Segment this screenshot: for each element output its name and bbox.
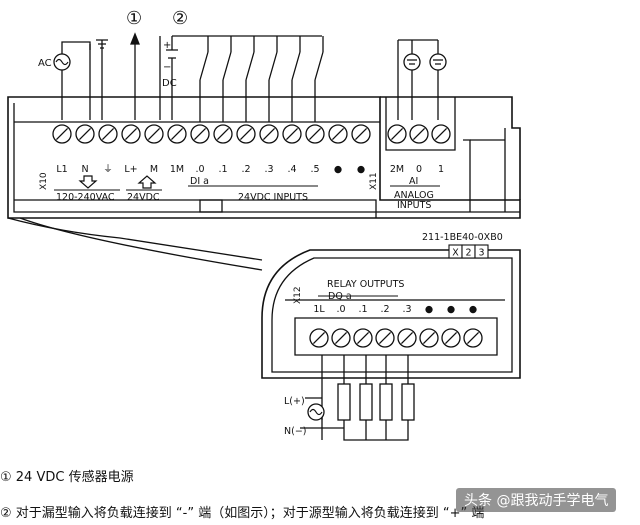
- power-arrows: [78, 175, 157, 189]
- terminal-screw: [121, 124, 141, 144]
- terminal-screw: [419, 328, 439, 348]
- terminal-screw: [375, 328, 395, 348]
- dc-label: DC: [162, 78, 177, 89]
- terminal-label: .5: [310, 164, 319, 175]
- terminal-screw: [213, 124, 233, 144]
- model-box-label: 2: [465, 248, 471, 259]
- analog-title-2: INPUTS: [397, 200, 431, 211]
- relay-terminal-strip: [309, 328, 483, 348]
- model-box: [474, 244, 489, 259]
- terminal-screw: [309, 328, 329, 348]
- analog-title-1: ANALOG: [394, 190, 434, 201]
- di-inputs-label: 24VDC INPUTS: [238, 192, 308, 203]
- terminal-screw: [144, 124, 164, 144]
- terminal-screw: [397, 328, 417, 348]
- marker-2: ②: [172, 8, 188, 29]
- relay-n-minus: N(−): [284, 426, 306, 437]
- relay-terminal-labels: 1L .0 .1 .2 .3 ● ● ●: [313, 304, 477, 315]
- terminal-label: ●: [447, 304, 455, 315]
- terminal-label: 2M: [390, 164, 404, 175]
- terminal-label: 1L: [313, 304, 325, 315]
- terminal-label: .0: [336, 304, 345, 315]
- terminal-label: 1: [438, 164, 444, 175]
- relay-l-plus: L(+): [284, 396, 305, 407]
- terminal-screw: [387, 124, 407, 144]
- terminal-label: L1: [56, 164, 67, 175]
- terminal-screw: [75, 124, 95, 144]
- terminal-label: .2: [241, 164, 250, 175]
- terminal-screw: [409, 124, 429, 144]
- marker-1: ①: [126, 8, 142, 29]
- di-label: DI a: [190, 176, 209, 187]
- terminal-label: .3: [264, 164, 273, 175]
- analog-terminal-labels: 2M 0 1: [390, 164, 444, 175]
- ai-label: AI: [409, 176, 418, 187]
- analog-source-symbols: [403, 53, 447, 71]
- terminal-label: .2: [380, 304, 389, 315]
- terminal-screw: [282, 124, 302, 144]
- terminal-screw: [353, 328, 373, 348]
- model-box-label: X: [452, 248, 459, 259]
- terminal-label: .1: [218, 164, 227, 175]
- note-1: ① 24 VDC 传感器电源: [0, 470, 134, 485]
- terminal-label: .1: [358, 304, 367, 315]
- power-ac-label: 120-240VAC: [56, 192, 115, 203]
- watermark: 头条 @跟我动手学电气: [456, 488, 617, 512]
- terminal-label: ●: [357, 164, 365, 175]
- terminal-label: N: [81, 164, 88, 175]
- terminal-label: M: [150, 164, 158, 175]
- model-number: 211-1BE40-0XB0: [422, 232, 503, 243]
- ac-label: AC: [38, 58, 52, 69]
- x12-label: X12: [293, 286, 303, 304]
- terminal-screw: [351, 124, 371, 144]
- terminal-label: .3: [402, 304, 411, 315]
- relay-outputs-title: RELAY OUTPUTS: [327, 279, 404, 290]
- terminal-screw: [98, 124, 118, 144]
- terminal-screw: [167, 124, 187, 144]
- dc-minus-label: −: [163, 62, 171, 73]
- power-dc-label: 24VDC: [127, 192, 160, 203]
- input-switches: [199, 36, 324, 122]
- relay-housing: [261, 249, 521, 379]
- note-2: ② 对于漏型输入将负载连接到 “-” 端（如图示）；对于源型输入将负载连接到 “…: [0, 506, 485, 521]
- terminal-screw: [190, 124, 210, 144]
- terminal-label: ●: [425, 304, 433, 315]
- terminal-label: ⏚: [103, 164, 113, 175]
- terminal-screw: [328, 124, 348, 144]
- terminal-label: ●: [334, 164, 342, 175]
- terminal-label: ●: [469, 304, 477, 315]
- analog-housing: [380, 96, 521, 200]
- terminal-screw: [431, 124, 451, 144]
- relay-loads: [307, 383, 415, 421]
- relay-dq-label: DQ a: [328, 291, 352, 302]
- x10-label: X10: [39, 172, 49, 190]
- terminal-label: .4: [287, 164, 296, 175]
- wiring-diagram: L1 N ⏚ L+ M 1M .0 .1 .2 .3 .4 .5 ● ● 2M 0 1 1L .0 .1 .2 .3 ●…: [7, 8, 521, 441]
- ac-source-symbol: [53, 53, 71, 71]
- terminal-screw: [52, 124, 72, 144]
- analog-terminal-strip: [387, 124, 451, 144]
- terminal-label: 0: [416, 164, 422, 175]
- terminal-screw: [441, 328, 461, 348]
- terminal-screw: [331, 328, 351, 348]
- x11-label: X11: [369, 172, 379, 190]
- terminal-label: 1M: [170, 164, 184, 175]
- terminal-label: .0: [195, 164, 204, 175]
- terminal-screw: [259, 124, 279, 144]
- model-box-label: 3: [478, 248, 484, 259]
- terminal-screw: [305, 124, 325, 144]
- terminal-label: L+: [124, 164, 137, 175]
- dc-plus-label: +: [163, 40, 171, 51]
- terminal-screw: [463, 328, 483, 348]
- terminal-screw: [236, 124, 256, 144]
- upper-terminal-labels: L1 N ⏚ L+ M 1M .0 .1 .2 .3 .4 .5 ● ●: [56, 164, 365, 175]
- upper-terminal-strip: [52, 124, 371, 144]
